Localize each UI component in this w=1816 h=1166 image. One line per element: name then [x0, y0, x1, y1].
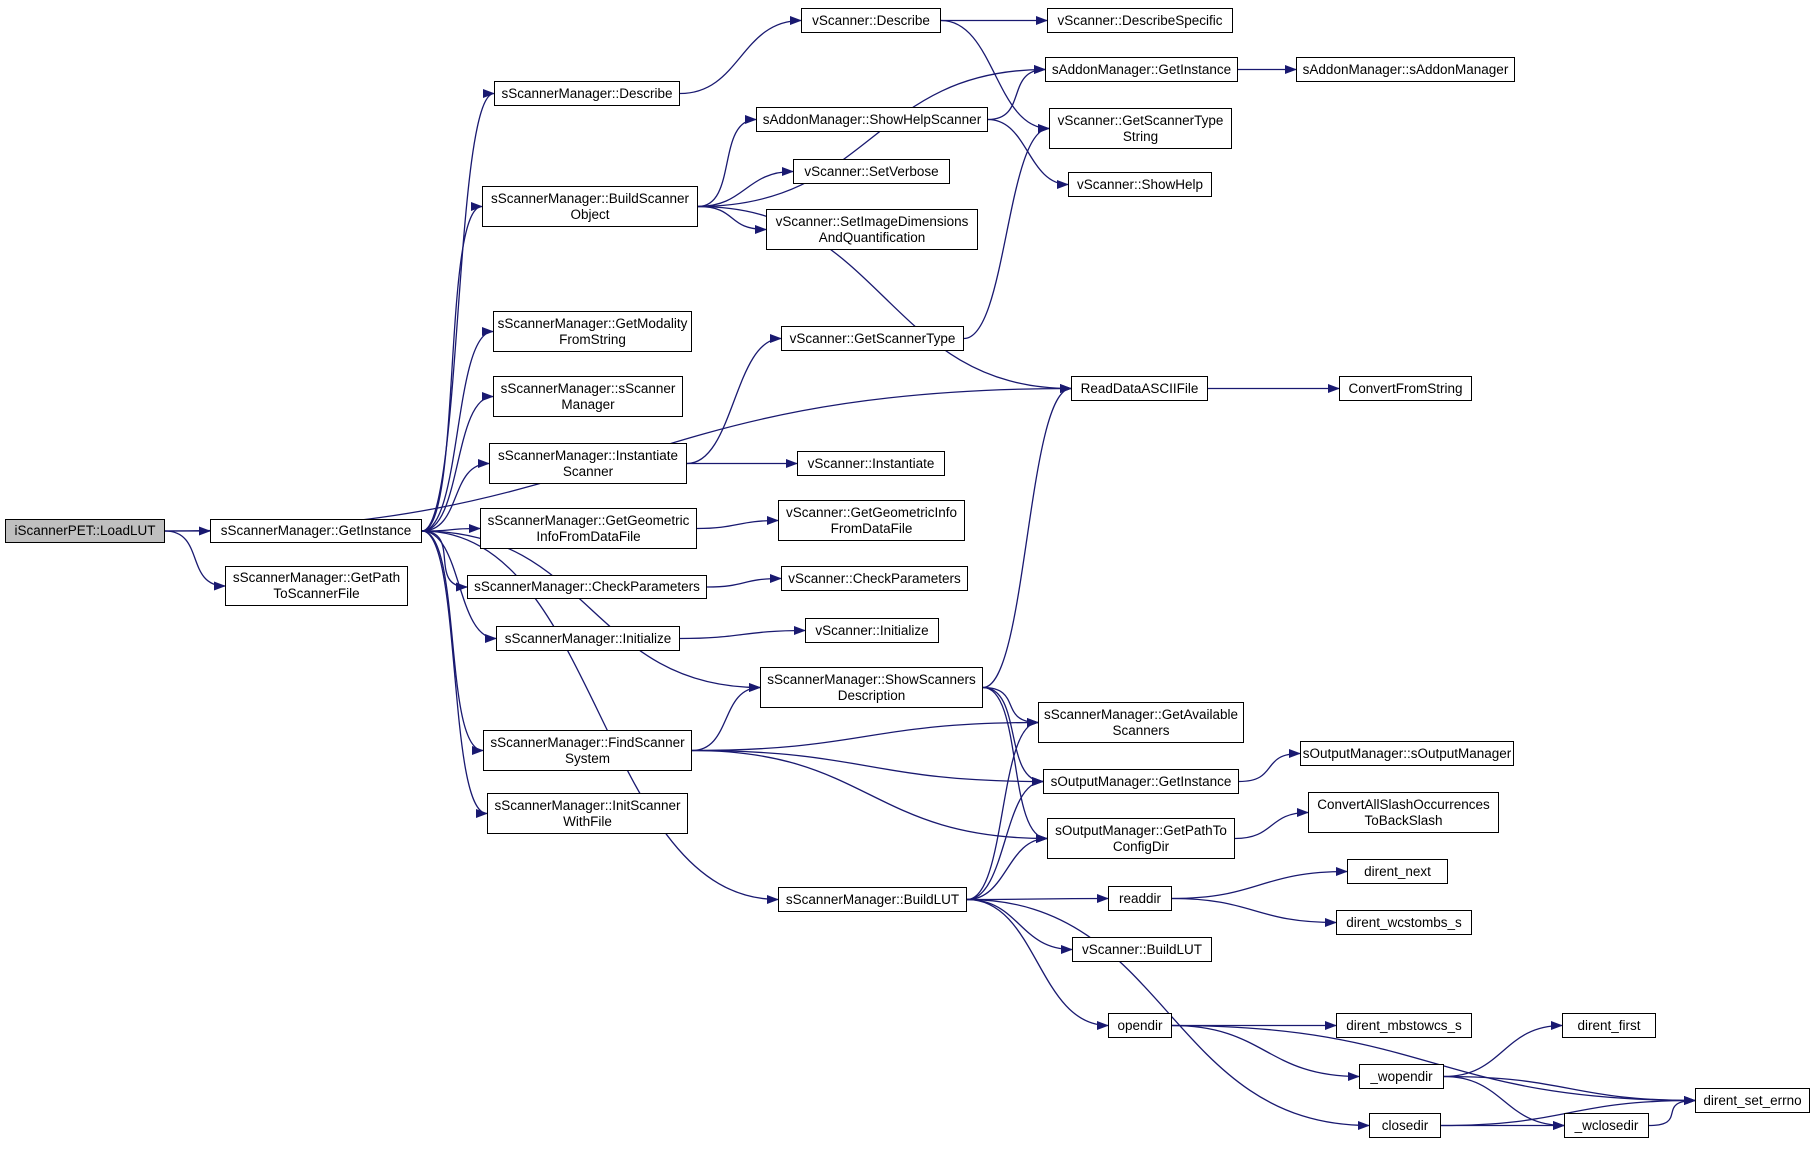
node-dirent-next[interactable]: dirent_next — [1347, 859, 1448, 884]
node-sscannermanager-getmodalityfromstring[interactable]: sScannerManager::GetModality FromString — [493, 311, 692, 352]
node-vscanner-showhelp[interactable]: vScanner::ShowHelp — [1068, 172, 1212, 197]
edge-n32-n38 — [1238, 749, 1301, 783]
node-sscannermanager-instantiatescanner[interactable]: sScannerManager::Instantiate Scanner — [489, 443, 687, 484]
node-convertallslashoccurrencestobackslash[interactable]: ConvertAllSlashOccurrences ToBackSlash — [1308, 792, 1499, 833]
edge-n21-n27 — [963, 124, 1050, 340]
edge-n15-n36 — [966, 898, 1109, 1030]
node-wopendir[interactable]: _wopendir — [1359, 1064, 1444, 1089]
edge-n1-n14 — [421, 530, 488, 818]
node-vscanner-setverbose[interactable]: vScanner::SetVerbose — [793, 159, 950, 184]
edge-n12-n33 — [982, 686, 1048, 843]
edge-n5-n19 — [697, 167, 794, 208]
edge-n1-n4 — [421, 89, 495, 532]
node-dirent-first[interactable]: dirent_first — [1562, 1013, 1656, 1038]
node-readdir[interactable]: readdir — [1108, 886, 1172, 911]
edge-n18-n29 — [987, 118, 1069, 189]
edge-n46-n44 — [1648, 1096, 1696, 1127]
node-vscanner-setimagedimensionsandquantification[interactable]: vScanner::SetImageDimensions AndQuantifi… — [766, 209, 978, 250]
node-sscannermanager-initialize[interactable]: sScannerManager::Initialize — [496, 626, 680, 651]
node-saddonmanager-getinstance[interactable]: sAddonManager::GetInstance — [1045, 57, 1238, 82]
node-sscannermanager-getinstance[interactable]: sScannerManager::GetInstance — [210, 519, 422, 543]
edge-n1-n7 — [421, 392, 494, 532]
edge-n34-n41 — [1171, 897, 1337, 927]
edge-n4-n16 — [679, 16, 802, 95]
node-sscannermanager-buildscannerobject[interactable]: sScannerManager::BuildScanner Object — [482, 186, 698, 227]
edge-n13-n12 — [691, 683, 761, 752]
node-sscannermanager-showscannersdescription[interactable]: sScannerManager::ShowScanners Descriptio… — [760, 667, 983, 708]
node-sscannermanager-initscannerwithfile[interactable]: sScannerManager::InitScanner WithFile — [487, 793, 688, 834]
edge-n1-n13 — [421, 530, 484, 755]
edge-n36-n44 — [1171, 1024, 1696, 1105]
edge-n18-n17 — [987, 65, 1046, 121]
edge-n12-n32 — [982, 686, 1044, 786]
node-wclosedir[interactable]: _wclosedir — [1564, 1113, 1649, 1138]
edge-n15-n37 — [966, 898, 1370, 1130]
edge-n15-n34 — [966, 894, 1109, 904]
node-vscanner-describe[interactable]: vScanner::Describe — [801, 8, 941, 33]
node-saddonmanager-showhelpscanner[interactable]: sAddonManager::ShowHelpScanner — [756, 107, 988, 132]
edge-n1-n15 — [421, 530, 779, 904]
node-dirent-mbstowcs-s[interactable]: dirent_mbstowcs_s — [1336, 1013, 1472, 1038]
edge-n1-n6 — [421, 327, 494, 532]
node-opendir[interactable]: opendir — [1108, 1013, 1172, 1038]
node-soutputmanager-soutputmanager[interactable]: sOutputManager::sOutputManager — [1300, 741, 1514, 766]
edge-n1-n10 — [421, 530, 468, 592]
node-convertfromstring[interactable]: ConvertFromString — [1339, 376, 1472, 401]
node-readdataasciifile[interactable]: ReadDataASCIIFile — [1071, 376, 1208, 401]
edge-n36-n43 — [1171, 1024, 1360, 1081]
edge-n1-n5 — [421, 202, 483, 532]
node-vscanner-getscannertypestring[interactable]: vScanner::GetScannerType String — [1049, 108, 1232, 149]
node-soutputmanager-getpathtoconfigdir[interactable]: sOutputManager::GetPathTo ConfigDir — [1047, 818, 1235, 859]
edge-n13-n33 — [691, 749, 1048, 843]
node-sscannermanager-getpathtoscannerfile[interactable]: sScannerManager::GetPath ToScannerFile — [225, 566, 408, 606]
node-closedir[interactable]: closedir — [1369, 1113, 1441, 1138]
node-dirent-set-errno[interactable]: dirent_set_errno — [1695, 1088, 1810, 1113]
edge-n43-n45 — [1443, 1021, 1563, 1078]
node-vscanner-checkparameters[interactable]: vScanner::CheckParameters — [781, 566, 968, 591]
edge-n12-n3 — [982, 384, 1072, 689]
edge-n0-n2 — [164, 530, 226, 591]
edge-n34-n40 — [1171, 867, 1348, 900]
node-iscannerpet-loadlut: iScannerPET::LoadLUT — [5, 519, 165, 543]
node-vscanner-describespecific[interactable]: vScanner::DescribeSpecific — [1047, 8, 1233, 33]
node-vscanner-getgeometricinfofromdatafile[interactable]: vScanner::GetGeometricInfo FromDataFile — [778, 500, 965, 541]
node-sscannermanager-describe[interactable]: sScannerManager::Describe — [494, 81, 680, 106]
node-soutputmanager-getinstance[interactable]: sOutputManager::GetInstance — [1043, 769, 1239, 794]
node-dirent-wcstombs-s[interactable]: dirent_wcstombs_s — [1336, 910, 1472, 935]
edge-n5-n18 — [697, 115, 757, 208]
edge-n15-n32 — [966, 777, 1044, 901]
edge-n33-n39 — [1234, 808, 1309, 840]
edge-n15-n31 — [966, 718, 1039, 901]
node-sscannermanager-getgeometricinfofromdatafile[interactable]: sScannerManager::GetGeometric InfoFromDa… — [480, 508, 697, 549]
edge-n15-n33 — [966, 834, 1048, 901]
edge-n43-n46 — [1443, 1075, 1565, 1130]
node-vscanner-getscannertype[interactable]: vScanner::GetScannerType — [781, 326, 964, 351]
node-sscannermanager-buildlut[interactable]: sScannerManager::BuildLUT — [778, 887, 967, 912]
edge-n10-n24 — [706, 574, 782, 588]
edge-n13-n31 — [691, 718, 1039, 752]
edge-n9-n23 — [696, 516, 779, 530]
edge-n8-n21 — [686, 334, 782, 465]
node-saddonmanager-saddonmanager[interactable]: sAddonManager::sAddonManager — [1296, 57, 1515, 82]
node-vscanner-instantiate[interactable]: vScanner::Instantiate — [797, 451, 945, 476]
edge-n5-n3 — [697, 205, 1072, 393]
node-sscannermanager-checkparameters[interactable]: sScannerManager::CheckParameters — [467, 575, 707, 599]
edge-n11-n25 — [679, 626, 806, 640]
node-vscanner-initialize[interactable]: vScanner::Initialize — [805, 618, 939, 643]
edge-n43-n44 — [1443, 1075, 1696, 1105]
edge-n13-n32 — [691, 749, 1044, 786]
edge-n1-n8 — [421, 459, 490, 532]
edge-n1-n11 — [421, 530, 497, 643]
edge-n5-n17 — [697, 65, 1046, 208]
node-sscannermanager-getavailablescanners[interactable]: sScannerManager::GetAvailable Scanners — [1038, 702, 1244, 743]
node-vscanner-buildlut[interactable]: vScanner::BuildLUT — [1072, 937, 1212, 962]
node-sscannermanager-findscannersystem[interactable]: sScannerManager::FindScanner System — [483, 730, 692, 771]
node-sscannermanager-sscannermanager[interactable]: sScannerManager::sScanner Manager — [493, 376, 683, 417]
